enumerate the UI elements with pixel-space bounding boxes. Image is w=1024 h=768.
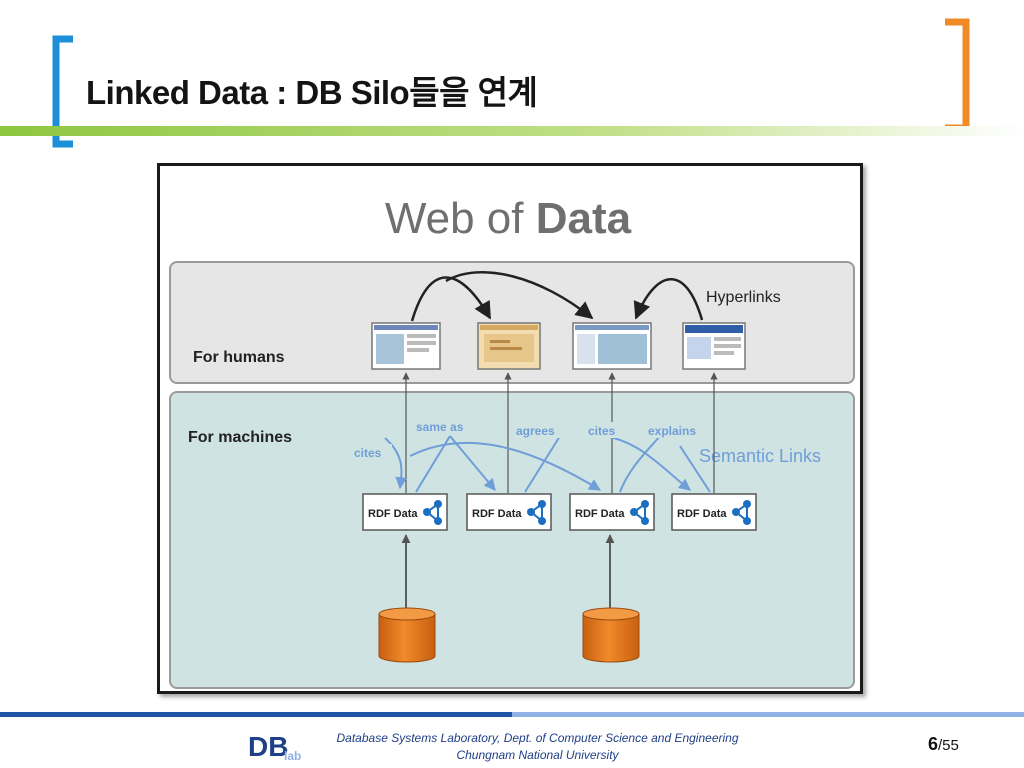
- webpage-thumbnail-icon: [682, 322, 746, 370]
- database-icon: [582, 607, 640, 663]
- webpage-thumbnail-icon: [371, 322, 441, 370]
- rdf-data-box: RDF Data: [362, 493, 448, 531]
- hyperlink-arc: [633, 278, 704, 321]
- title-underline: [0, 126, 1024, 136]
- slide-title: Linked Data : DB Silo들을 연계: [86, 74, 538, 111]
- share-nodes-icon: [423, 500, 442, 525]
- footer-bars: [0, 712, 1024, 717]
- semantic-links-label: Semantic Links: [699, 446, 821, 466]
- dblab-logo-icon: DB lab: [248, 731, 301, 763]
- rdf-data-box: RDF Data: [466, 493, 552, 531]
- relation-cites-mid: cites: [588, 424, 616, 438]
- svg-text:RDF Data: RDF Data: [472, 508, 522, 520]
- page-current: 6: [928, 734, 939, 754]
- humans-label: For humans: [193, 349, 285, 366]
- svg-text:RDF Data: RDF Data: [368, 508, 418, 520]
- machines-panel: [169, 391, 855, 689]
- hyperlink-arc: [410, 276, 492, 322]
- share-nodes-icon: [527, 500, 546, 525]
- left-bracket-icon: [52, 35, 73, 148]
- relation-explains: explains: [648, 424, 696, 438]
- hyperlink-arc: [445, 270, 594, 320]
- rdf-data-box: RDF Data: [671, 493, 757, 531]
- relation-same-as: same as: [416, 420, 464, 434]
- page-total: /55: [938, 737, 959, 754]
- share-nodes-icon: [630, 500, 649, 525]
- footer-text: Database Systems Laboratory, Dept. of Co…: [300, 730, 775, 764]
- database-icon: [378, 607, 436, 663]
- svg-text:RDF Data: RDF Data: [677, 508, 727, 520]
- webpage-thumbnail-icon: [572, 322, 652, 370]
- machines-label: For machines: [188, 429, 292, 446]
- rdf-data-box: RDF Data: [569, 493, 655, 531]
- semantic-links: [384, 435, 711, 493]
- heading-light: Web of: [385, 194, 536, 243]
- heading-bold: Data: [536, 194, 632, 243]
- footer-line1: Database Systems Laboratory, Dept. of Co…: [336, 731, 739, 745]
- right-bracket-icon: [945, 18, 970, 132]
- relation-cites-left: cites: [354, 446, 382, 460]
- webpage-thumbnail-icon: [477, 322, 541, 370]
- title-decoration: [0, 18, 1024, 148]
- hyperlinks-label: Hyperlinks: [706, 289, 781, 306]
- page-number: 6/55: [928, 734, 959, 755]
- figure-frame: Web of Data For humans Hyperlinks For ma…: [157, 163, 863, 694]
- svg-text:lab: lab: [284, 749, 301, 763]
- share-nodes-icon: [732, 500, 751, 525]
- svg-text:DB: DB: [248, 731, 288, 762]
- footer-line2: Chungnam National University: [456, 748, 619, 762]
- web-of-data-diagram: Web of Data For humans Hyperlinks For ma…: [169, 194, 855, 689]
- relation-agrees: agrees: [516, 424, 555, 438]
- diagram-heading: Web of Data: [385, 194, 632, 243]
- svg-text:RDF Data: RDF Data: [575, 508, 625, 520]
